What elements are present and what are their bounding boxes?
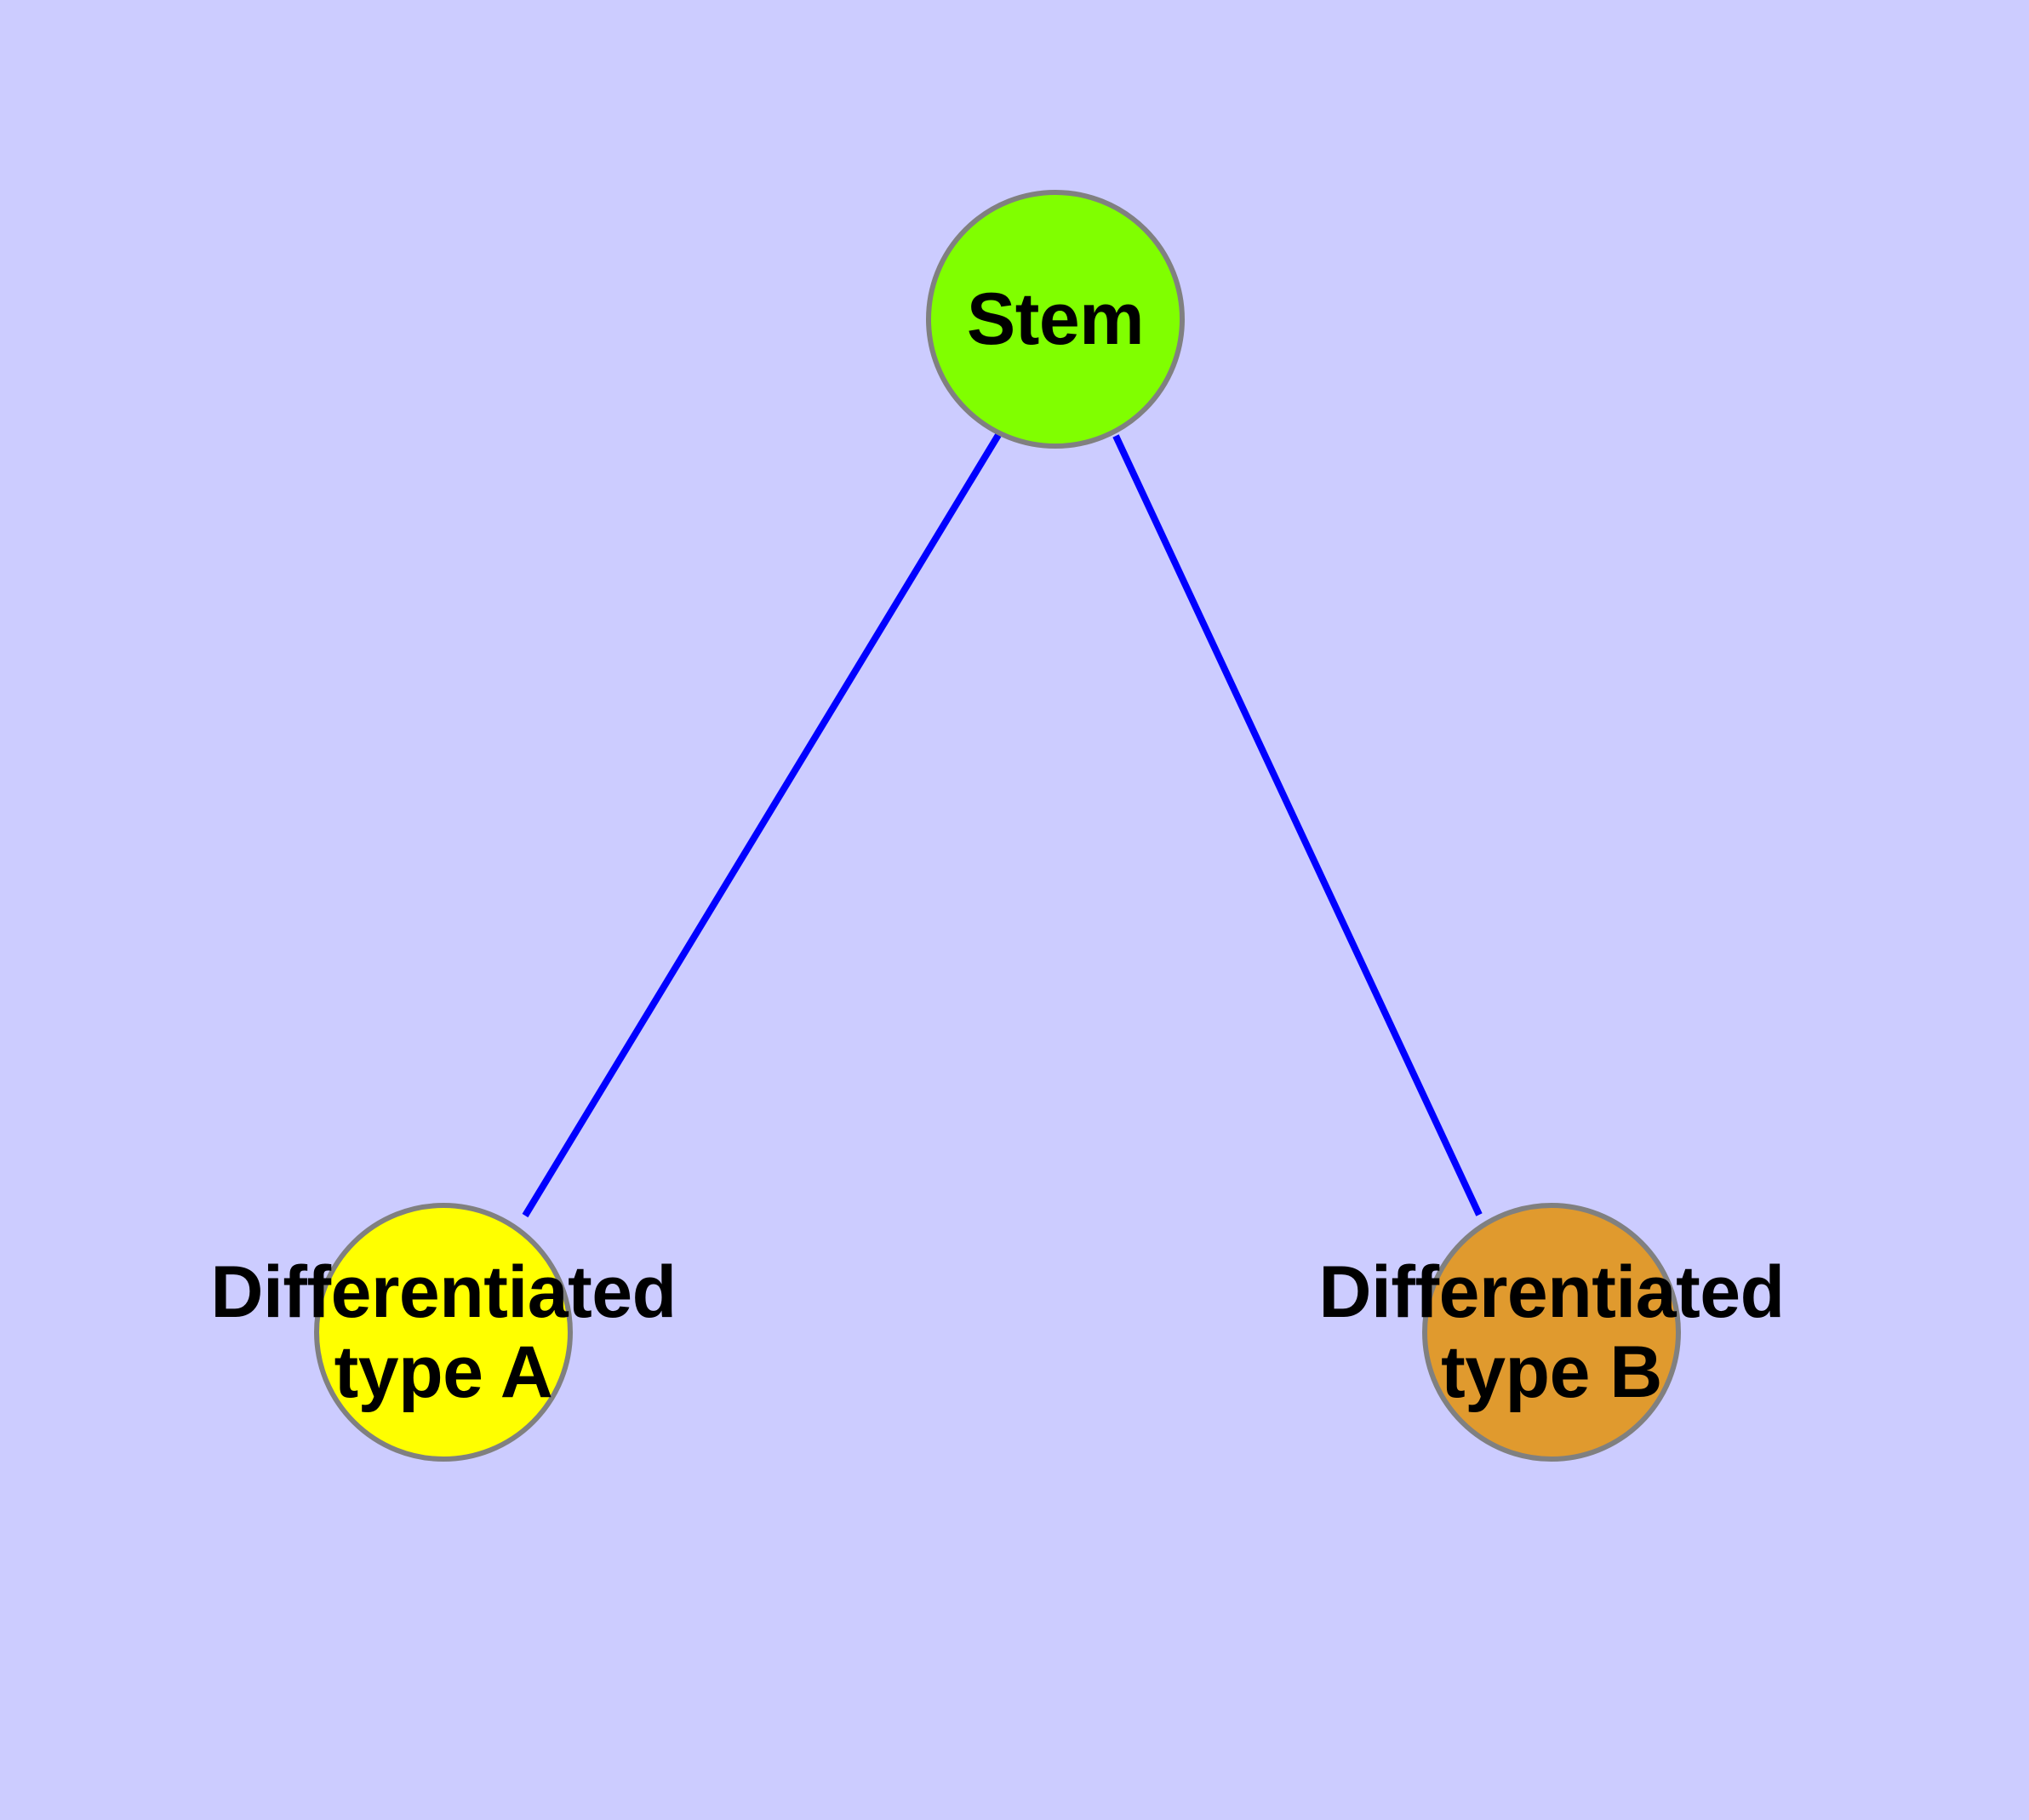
node-differentiated-type-b[interactable]: [1422, 1203, 1681, 1462]
node-stem[interactable]: [926, 190, 1185, 449]
edge-stem-to-type-a[interactable]: [522, 432, 1002, 1218]
node-differentiated-type-a[interactable]: [314, 1203, 573, 1462]
edge-stem-to-type-b[interactable]: [1112, 434, 1483, 1216]
